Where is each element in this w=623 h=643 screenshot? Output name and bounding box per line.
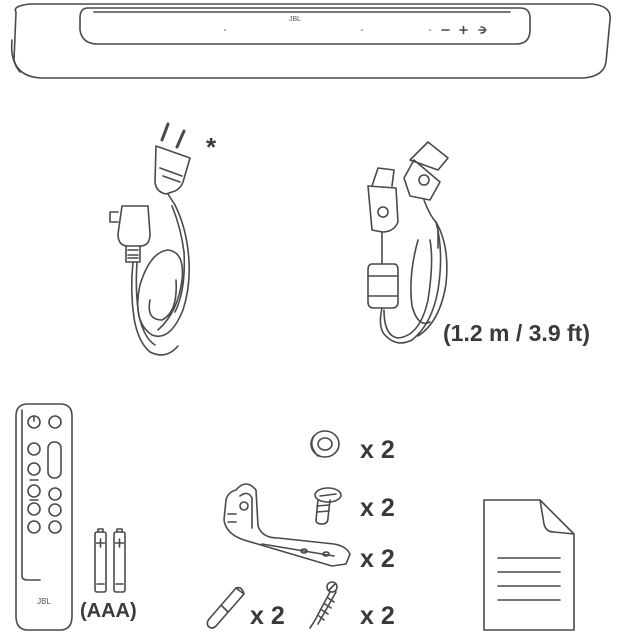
- soundbar-illustration: JBL: [10, 3, 611, 79]
- rubber-pad-illustration: [310, 430, 340, 458]
- remote-illustration: JBL: [15, 403, 73, 631]
- screw-illustration: [309, 581, 338, 629]
- power-cord-asterisk: *: [206, 132, 217, 162]
- hdmi-cable-illustration: [367, 141, 449, 344]
- hdmi-cable-length: (1.2 m / 3.9 ft): [443, 320, 590, 346]
- anchor-quantity: x 2: [250, 602, 285, 630]
- power-cord-illustration: [109, 122, 191, 356]
- wall-anchor-illustration: [206, 586, 245, 629]
- battery-type: (AAA): [80, 600, 137, 622]
- batteries-illustration: [94, 528, 126, 593]
- soundbar-logo: JBL: [289, 16, 301, 23]
- bolt-illustration: [314, 487, 342, 525]
- bolt-quantity: x 2: [360, 494, 395, 522]
- document-icon: [483, 499, 575, 631]
- screw-quantity: x 2: [360, 602, 395, 630]
- wall-bracket-illustration: [223, 483, 351, 567]
- bracket-quantity: x 2: [360, 545, 395, 573]
- remote-logo: JBL: [37, 597, 51, 606]
- pad-quantity: x 2: [360, 436, 395, 464]
